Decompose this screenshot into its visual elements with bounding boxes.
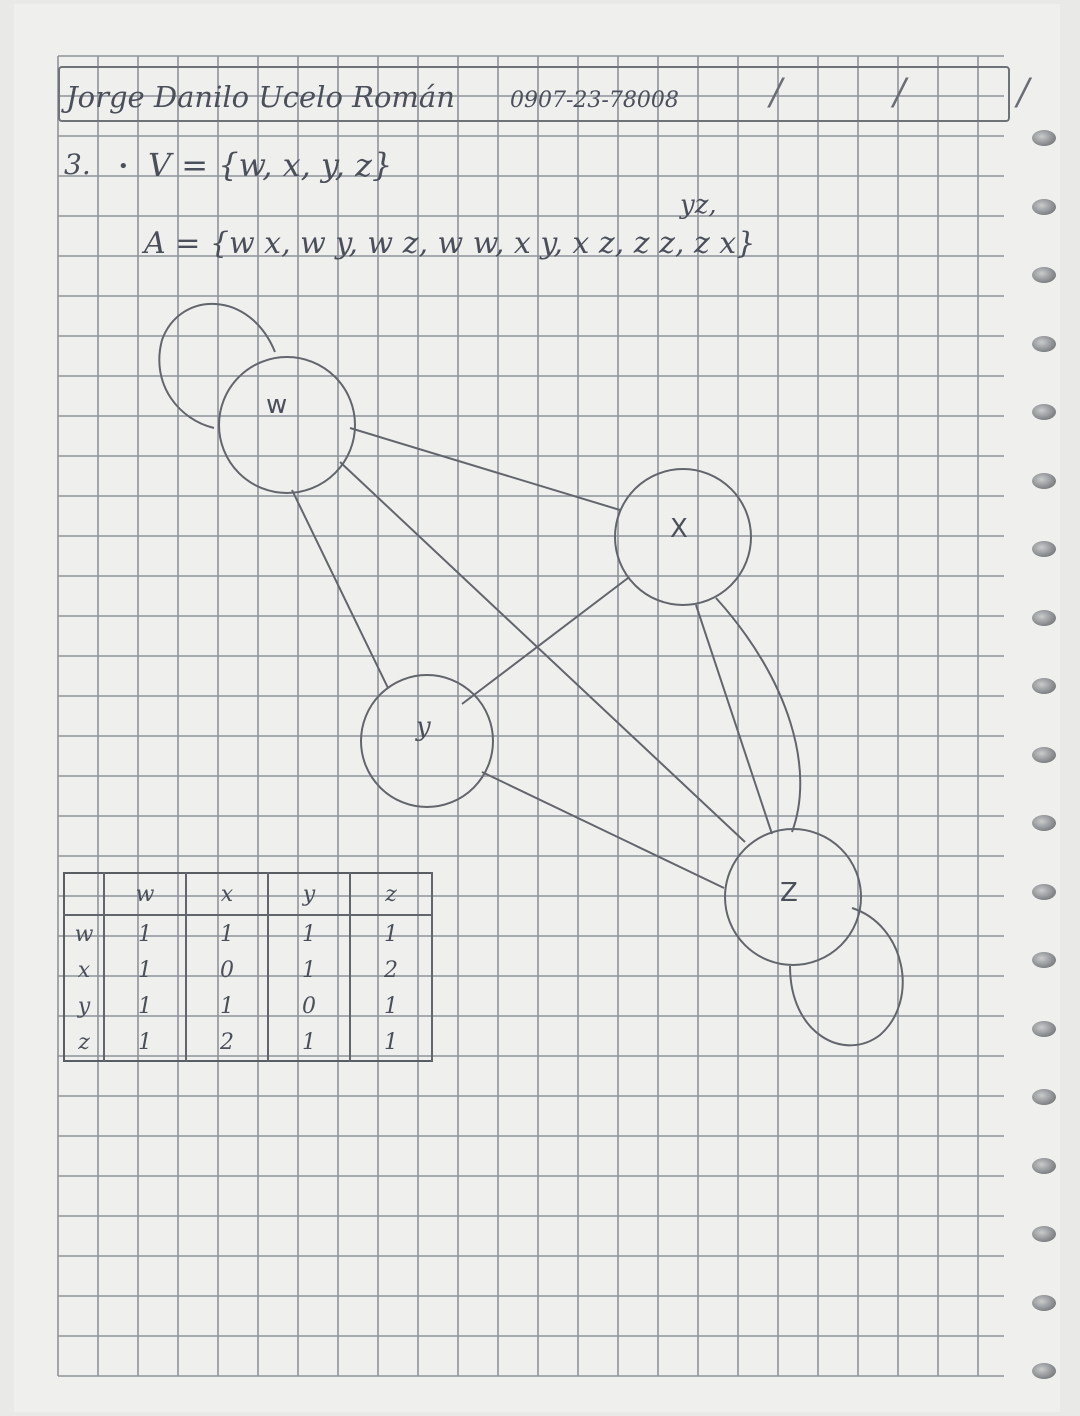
edge-set-insert: yz, bbox=[680, 190, 717, 220]
node-x-label: X bbox=[670, 514, 688, 544]
matrix-corner bbox=[64, 873, 105, 916]
header-box bbox=[58, 66, 1010, 122]
header-slashes: / / / bbox=[770, 72, 1080, 113]
adjacency-matrix: w x y z w 1 1 1 1 x 1 0 1 2 y 1 1 0 1 z bbox=[63, 872, 433, 1062]
student-id: 0907-23-78008 bbox=[510, 88, 679, 113]
spiral-ring bbox=[1032, 815, 1056, 831]
spiral-ring bbox=[1032, 1089, 1056, 1105]
node-w-label: w bbox=[266, 390, 288, 420]
matrix-col-header: x bbox=[186, 873, 269, 916]
spiral-ring bbox=[1032, 883, 1056, 900]
matrix-cell: 1 bbox=[104, 915, 187, 952]
matrix-row: w 1 1 1 1 bbox=[64, 915, 433, 952]
node-y-label: y bbox=[416, 712, 431, 742]
spiral-ring bbox=[1032, 472, 1056, 489]
spiral-ring bbox=[1032, 541, 1056, 557]
matrix-col-header: z bbox=[350, 873, 433, 916]
matrix-cell: 1 bbox=[186, 988, 269, 1024]
spiral-ring bbox=[1032, 1363, 1056, 1379]
spiral-ring bbox=[1032, 609, 1056, 626]
node-z-label: Z bbox=[780, 878, 798, 908]
matrix-cell: 1 bbox=[104, 988, 187, 1024]
spiral-ring bbox=[1032, 678, 1056, 694]
spiral-ring bbox=[1032, 267, 1056, 283]
matrix-row: x 1 0 1 2 bbox=[64, 952, 433, 988]
matrix-row-label: y bbox=[64, 988, 105, 1024]
node-y bbox=[360, 674, 494, 808]
matrix-cell: 1 bbox=[350, 915, 433, 952]
matrix-row-label: x bbox=[64, 952, 105, 988]
matrix-cell: 1 bbox=[104, 952, 187, 988]
matrix-col-header: w bbox=[104, 873, 187, 916]
matrix-row: z 1 2 1 1 bbox=[64, 1024, 433, 1061]
matrix-cell: 1 bbox=[350, 988, 433, 1024]
matrix-row-label: z bbox=[64, 1024, 105, 1061]
grid-paper bbox=[57, 55, 1004, 1377]
spiral-ring bbox=[1032, 746, 1056, 763]
matrix-cell: 0 bbox=[186, 952, 269, 988]
matrix-cell: 1 bbox=[186, 915, 269, 952]
matrix-row: y 1 1 0 1 bbox=[64, 988, 433, 1024]
spiral-ring bbox=[1032, 952, 1056, 968]
spiral-ring bbox=[1032, 1157, 1056, 1174]
spiral-ring bbox=[1032, 1020, 1056, 1037]
matrix-cell: 1 bbox=[268, 915, 351, 952]
exercise-number: 3. bbox=[64, 148, 91, 181]
spiral-ring bbox=[1032, 404, 1056, 420]
matrix-cell: 1 bbox=[104, 1024, 187, 1061]
node-z bbox=[724, 828, 862, 966]
matrix-cell: 1 bbox=[268, 952, 351, 988]
spiral-ring bbox=[1032, 198, 1056, 215]
notebook-page bbox=[14, 4, 1060, 1412]
student-name: Jorge Danilo Ucelo Román bbox=[66, 80, 455, 114]
matrix-header-row: w x y z bbox=[64, 873, 433, 916]
spiral-ring bbox=[1032, 1226, 1056, 1242]
spiral-ring bbox=[1032, 1294, 1056, 1311]
spiral-ring bbox=[1032, 335, 1056, 352]
matrix-col-header: y bbox=[268, 873, 351, 916]
node-x bbox=[614, 468, 752, 606]
matrix-cell: 2 bbox=[186, 1024, 269, 1061]
node-w bbox=[218, 356, 356, 494]
matrix-cell: 1 bbox=[350, 1024, 433, 1061]
matrix-cell: 2 bbox=[350, 952, 433, 988]
matrix-cell: 1 bbox=[268, 1024, 351, 1061]
vertex-set: V = {w, x, y, z} bbox=[148, 146, 393, 184]
edge-set: A = {w x, w y, w z, w w, x y, x z, z z, … bbox=[144, 226, 756, 261]
matrix-cell: 0 bbox=[268, 988, 351, 1024]
spiral-ring bbox=[1032, 130, 1056, 146]
exercise-bullet: • bbox=[118, 156, 129, 177]
matrix-row-label: w bbox=[64, 915, 105, 952]
